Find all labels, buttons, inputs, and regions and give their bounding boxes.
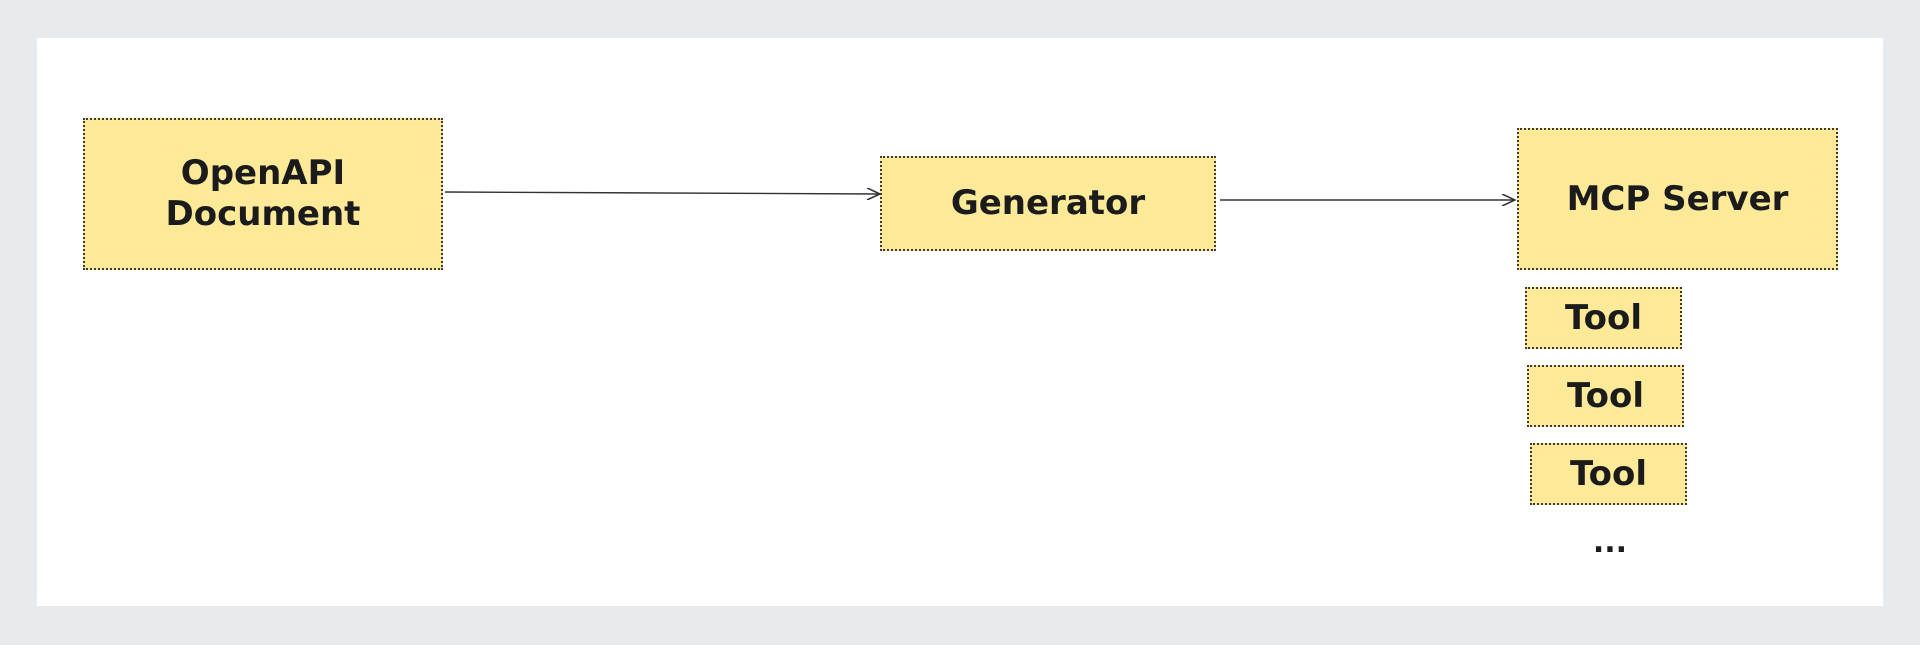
openapi-document-label: OpenAPI Document	[165, 153, 361, 234]
tool-label: Tool	[1564, 297, 1643, 338]
generator-label: Generator	[950, 183, 1146, 224]
more-tools-ellipsis: ...	[1592, 525, 1628, 560]
generator-node: Generator	[880, 156, 1216, 251]
tool-label: Tool	[1566, 375, 1645, 416]
tool-label: Tool	[1569, 453, 1648, 494]
tool-node: Tool	[1525, 287, 1682, 349]
mcp-server-label: MCP Server	[1566, 178, 1789, 219]
tool-node: Tool	[1530, 443, 1687, 505]
arrow-openapi-to-generator	[444, 192, 880, 194]
openapi-document-node: OpenAPI Document	[83, 118, 443, 270]
mcp-server-node: MCP Server	[1517, 128, 1838, 270]
tool-node: Tool	[1527, 365, 1684, 427]
